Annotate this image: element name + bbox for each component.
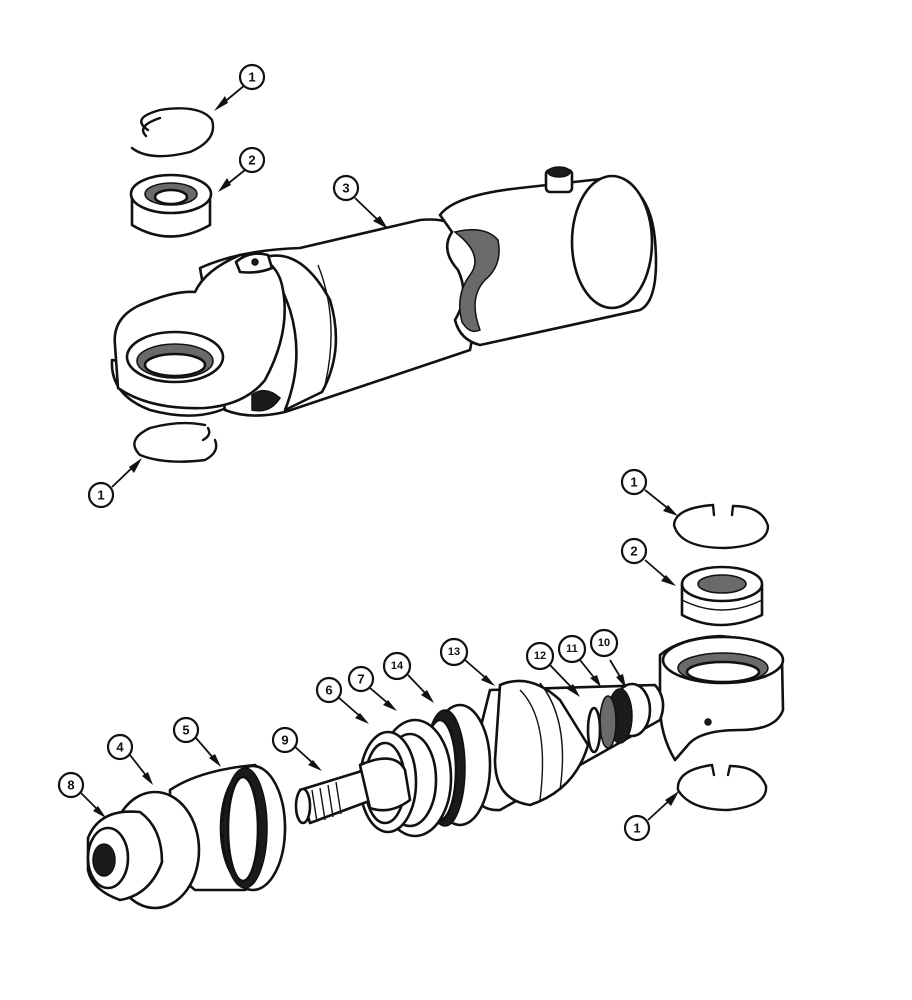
callout-label: 11 xyxy=(566,643,578,655)
snap-ring-right-bottom xyxy=(676,763,768,812)
rod-eye xyxy=(658,634,785,762)
callout-9: 9 xyxy=(271,726,299,754)
bushing-right xyxy=(680,565,764,627)
callout-label: 3 xyxy=(342,181,349,196)
callout-1-right-top: 1 xyxy=(620,468,648,496)
callout-1-left: 1 xyxy=(87,481,115,509)
snap-ring-right-top xyxy=(672,503,770,550)
callout-label: 13 xyxy=(448,646,460,658)
piston-rod xyxy=(468,679,665,812)
callout-label: 6 xyxy=(325,683,332,698)
callout-7: 7 xyxy=(347,665,375,693)
callout-label: 1 xyxy=(97,488,104,503)
threaded-stud xyxy=(294,757,412,825)
callout-label: 1 xyxy=(630,475,637,490)
callout-label: 8 xyxy=(67,778,74,793)
callout-8: 8 xyxy=(57,771,85,799)
callout-2-right: 2 xyxy=(620,537,648,565)
callout-label: 14 xyxy=(391,660,404,672)
callout-label: 9 xyxy=(281,733,288,748)
callout-12: 12 xyxy=(525,641,555,671)
callout-11: 11 xyxy=(557,634,587,664)
callout-label: 4 xyxy=(116,740,124,755)
callout-2-top: 2 xyxy=(238,146,266,174)
callout-5: 5 xyxy=(172,716,200,744)
callout-label: 1 xyxy=(633,821,640,836)
snap-ring-top xyxy=(130,107,215,158)
leader-lines xyxy=(79,84,679,821)
callout-13: 13 xyxy=(439,637,469,667)
callout-label: 7 xyxy=(357,672,364,687)
snap-ring-eye-bottom xyxy=(133,421,218,463)
bushing-top xyxy=(129,173,213,238)
callout-3: 3 xyxy=(332,174,360,202)
callout-label: 2 xyxy=(248,153,255,168)
nut xyxy=(86,810,164,902)
callout-label: 5 xyxy=(182,723,189,738)
callout-4: 4 xyxy=(106,733,134,761)
callout-label: 2 xyxy=(630,544,637,559)
callout-6: 6 xyxy=(315,676,343,704)
callout-1-right-bottom: 1 xyxy=(623,814,651,842)
callout-label: 1 xyxy=(248,70,255,85)
cylinder-barrel xyxy=(110,166,658,417)
callout-label: 12 xyxy=(534,650,546,662)
callout-14: 14 xyxy=(382,651,412,681)
callout-10: 10 xyxy=(589,628,619,658)
callout-label: 10 xyxy=(598,637,610,649)
callout-1-top: 1 xyxy=(238,63,266,91)
